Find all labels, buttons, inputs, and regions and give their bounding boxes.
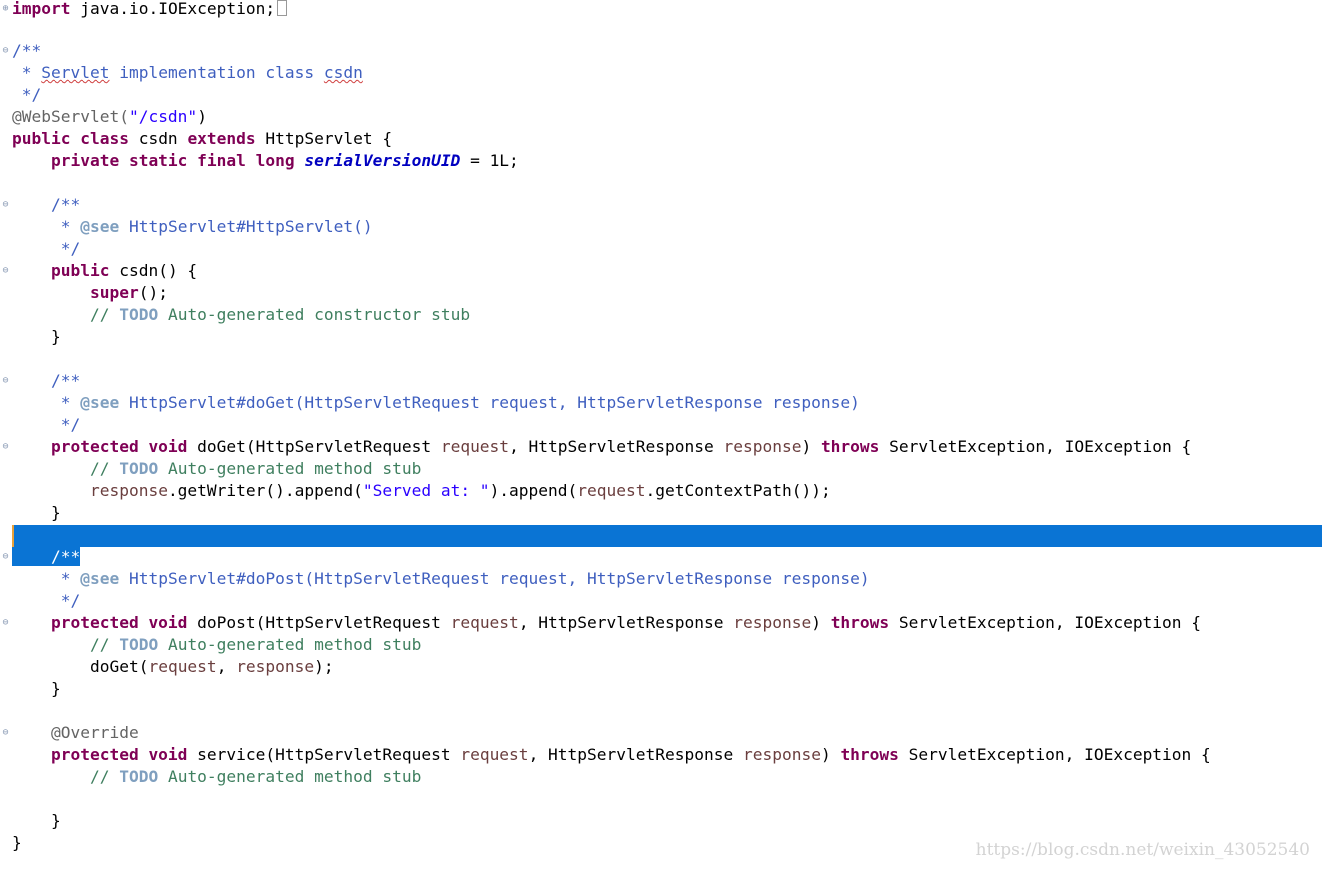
code-line: * @see HttpServlet#HttpServlet(): [50, 217, 373, 236]
code-line: }: [50, 327, 61, 346]
collapse-fold-icon[interactable]: ⊖: [2, 375, 9, 386]
code-line: */: [12, 85, 42, 104]
code-line: */: [50, 415, 81, 434]
editor-gutter: [0, 0, 11, 871]
collapse-fold-icon[interactable]: ⊖: [2, 45, 9, 56]
collapse-fold-icon[interactable]: ⊖: [2, 727, 9, 738]
collapse-fold-icon[interactable]: ⊖: [2, 265, 9, 276]
code-line: public csdn() {: [50, 261, 198, 280]
code-line: }: [50, 811, 61, 830]
expand-fold-icon[interactable]: ⊕: [2, 3, 9, 14]
code-line: }: [50, 503, 61, 522]
collapse-fold-icon[interactable]: ⊖: [2, 617, 9, 628]
code-line: doGet(request, response);: [89, 657, 334, 676]
code-line: }: [50, 679, 61, 698]
code-line: * @see HttpServlet#doGet(HttpServletRequ…: [50, 393, 860, 412]
code-line: // TODO Auto-generated method stub: [89, 767, 422, 786]
code-line: @WebServlet("/csdn"): [12, 107, 207, 126]
code-line: */: [50, 591, 81, 610]
code-line: protected void doGet(HttpServletRequest …: [50, 437, 1192, 456]
code-line: protected void doPost(HttpServletRequest…: [50, 613, 1202, 632]
code-line: private static final long serialVersionU…: [50, 151, 519, 170]
collapse-fold-icon[interactable]: ⊖: [2, 551, 9, 562]
code-line: // TODO Auto-generated method stub: [89, 635, 422, 654]
code-line: // TODO Auto-generated constructor stub: [89, 305, 471, 324]
code-line: response.getWriter().append("Served at: …: [89, 481, 831, 500]
selected-line-highlight: [12, 525, 1322, 547]
code-line: }: [12, 833, 22, 852]
code-line: super();: [89, 283, 168, 302]
code-line: @Override: [50, 723, 139, 742]
code-line: public class csdn extends HttpServlet {: [12, 129, 393, 148]
code-line: import java.io.IOException;: [12, 0, 288, 20]
code-line: /**: [12, 546, 81, 568]
code-line: * @see HttpServlet#doPost(HttpServletReq…: [50, 569, 870, 588]
collapse-fold-icon[interactable]: ⊖: [2, 199, 9, 210]
code-line: /**: [50, 195, 81, 214]
code-line: */: [50, 239, 81, 258]
code-line: /**: [50, 371, 81, 390]
code-line: // TODO Auto-generated method stub: [89, 459, 422, 478]
code-line: protected void service(HttpServletReques…: [50, 745, 1211, 764]
text-caret: [12, 525, 14, 547]
watermark: https://blog.csdn.net/weixin_43052540: [975, 840, 1310, 860]
collapse-fold-icon[interactable]: ⊖: [2, 441, 9, 452]
code-line: /**: [12, 41, 42, 60]
folded-imports-icon[interactable]: [277, 0, 288, 16]
code-line: * Servlet implementation class csdn: [12, 63, 363, 82]
